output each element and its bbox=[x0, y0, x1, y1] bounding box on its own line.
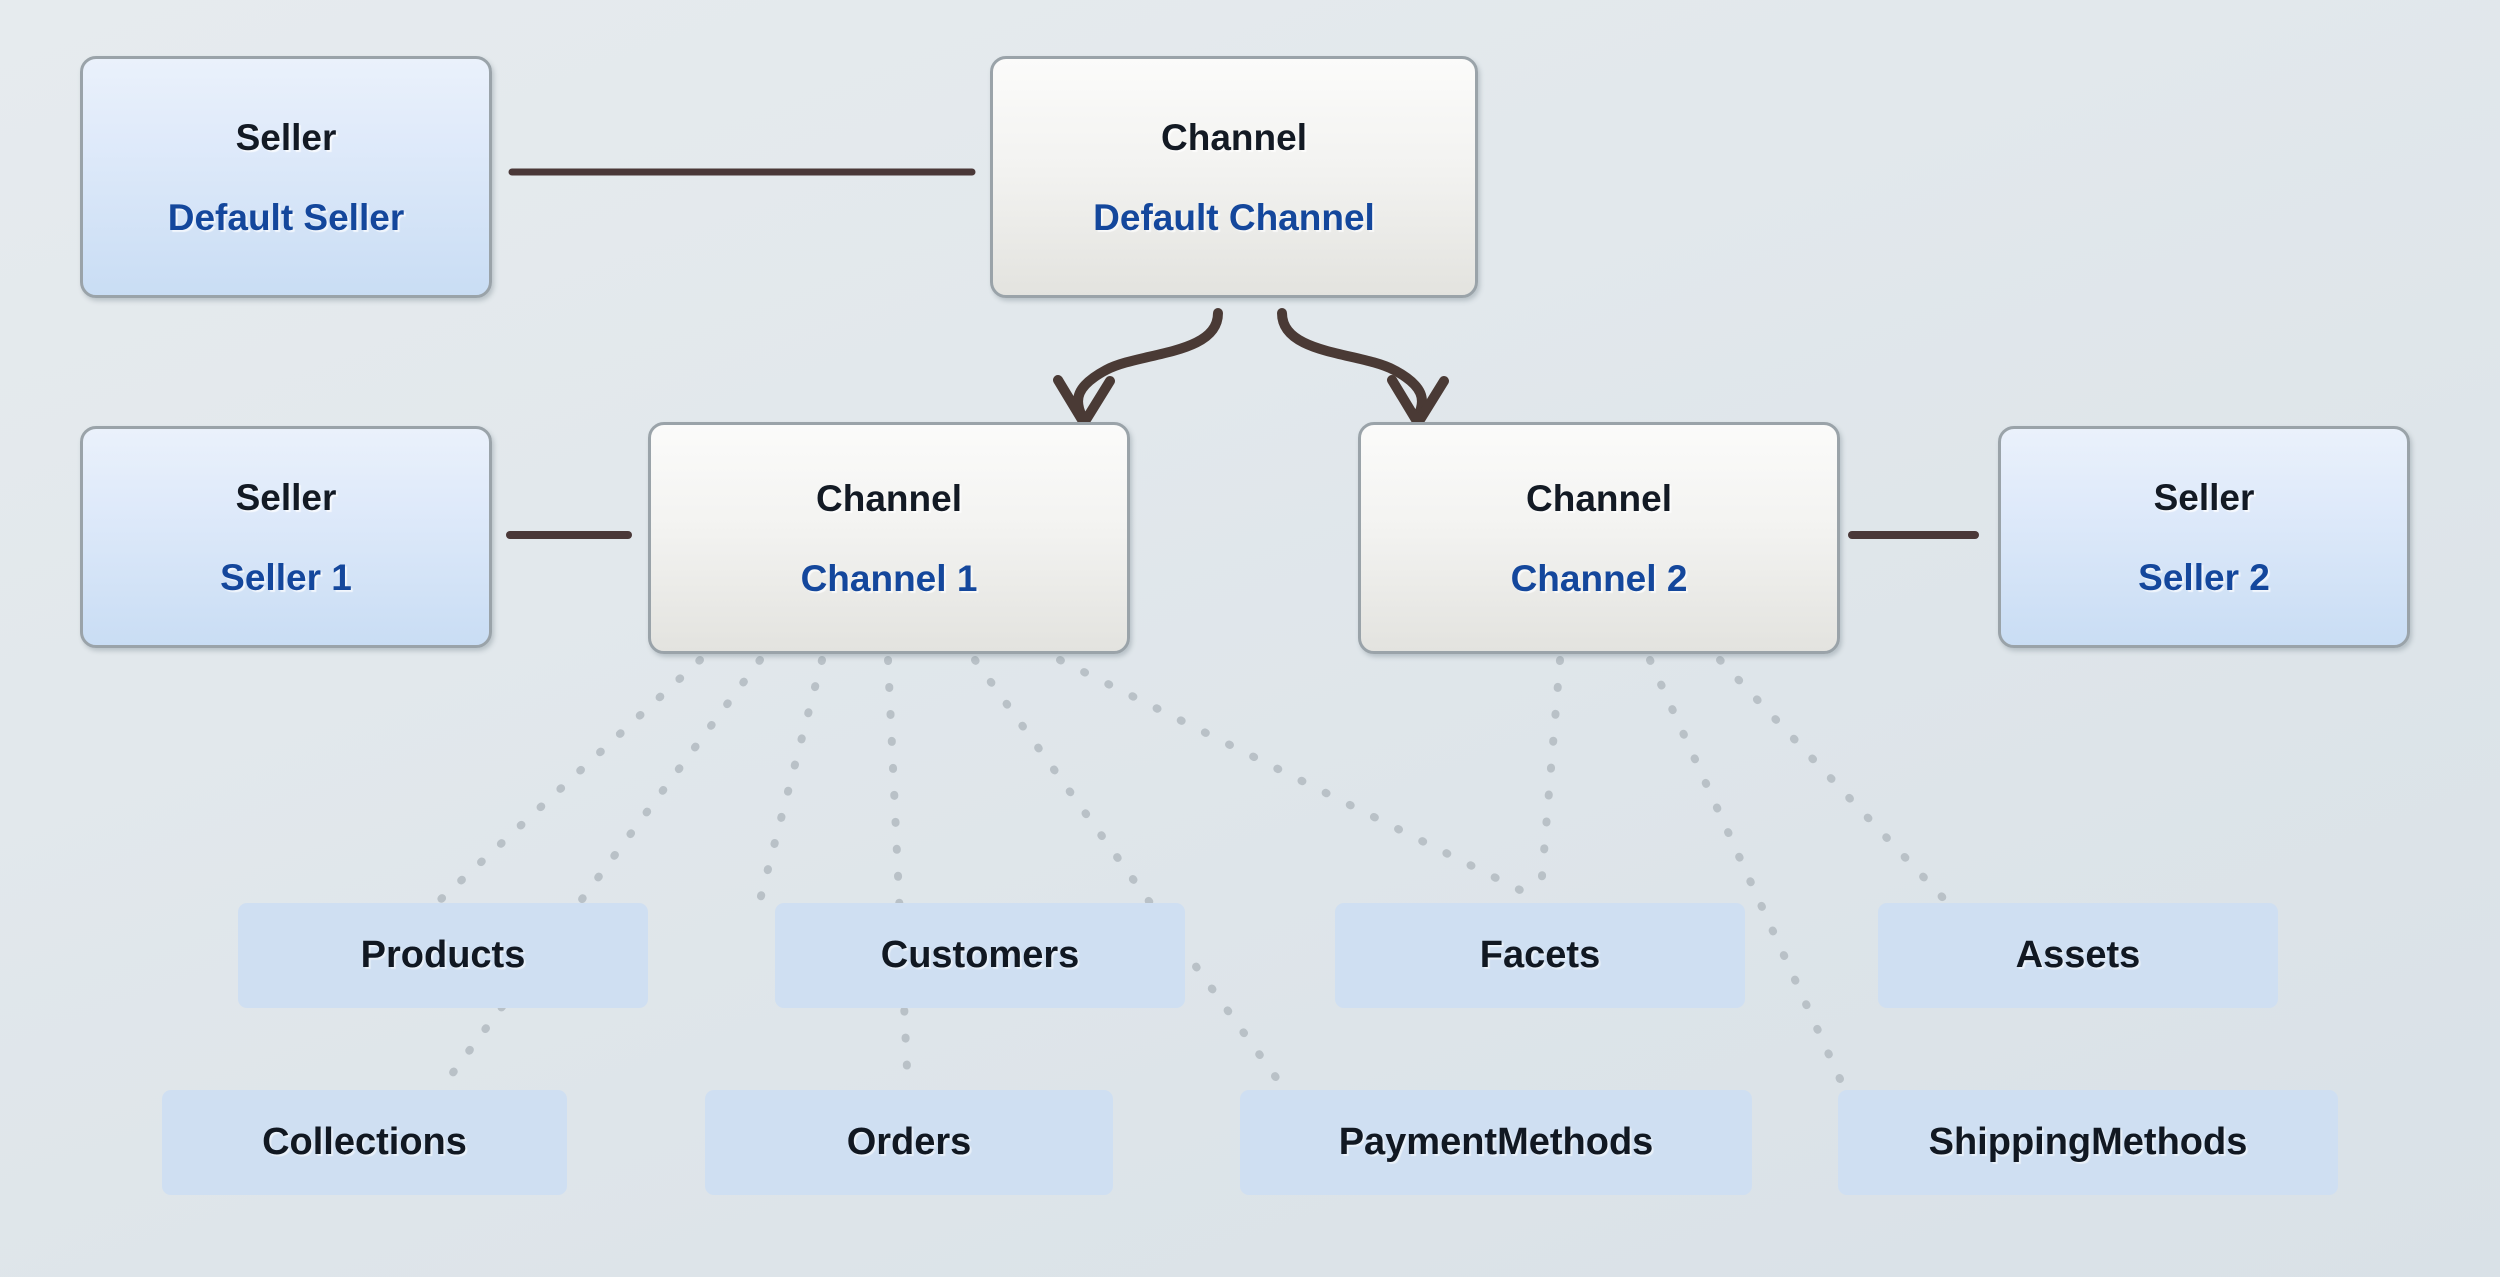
arrow-default-channel-to-channel2 bbox=[1277, 308, 1449, 428]
entity-chip-products[interactable]: Products bbox=[238, 903, 648, 1008]
entity-chip-shippingmethods[interactable]: ShippingMethods bbox=[1838, 1090, 2338, 1195]
node-default-seller[interactable]: Seller Default Seller bbox=[80, 56, 492, 298]
node-channel-2[interactable]: Channel Channel 2 bbox=[1358, 422, 1840, 654]
entity-chip-collections[interactable]: Collections bbox=[162, 1090, 567, 1195]
dotted-channel1-collections bbox=[436, 656, 764, 1094]
node-type-label: Channel bbox=[816, 477, 962, 519]
dotted-channel1-facets bbox=[1056, 656, 1544, 904]
dotted-channel1-products bbox=[436, 656, 704, 904]
entity-chip-customers[interactable]: Customers bbox=[775, 903, 1185, 1008]
entity-chip-paymentmethods[interactable]: PaymentMethods bbox=[1240, 1090, 1752, 1195]
node-default-channel[interactable]: Channel Default Channel bbox=[990, 56, 1478, 298]
node-name-label: Default Channel bbox=[1093, 196, 1375, 238]
dotted-channel2-assets bbox=[1716, 656, 1949, 904]
node-name-label: Seller 2 bbox=[2138, 556, 2270, 598]
dotted-channel1-customers bbox=[756, 656, 826, 904]
node-type-label: Channel bbox=[1526, 477, 1672, 519]
dotted-channel1-orders bbox=[884, 656, 912, 1094]
node-type-label: Seller bbox=[2153, 476, 2255, 518]
node-type-label: Seller bbox=[235, 116, 337, 158]
entity-chip-facets[interactable]: Facets bbox=[1335, 903, 1745, 1008]
node-name-label: Seller 1 bbox=[220, 556, 352, 598]
dotted-channel1-paymentmethods bbox=[971, 656, 1289, 1094]
node-name-label: Default Seller bbox=[167, 196, 405, 238]
dotted-links-channel1 bbox=[436, 656, 1544, 1094]
node-channel-1[interactable]: Channel Channel 1 bbox=[648, 422, 1130, 654]
node-type-label: Seller bbox=[235, 476, 337, 518]
node-name-label: Channel 2 bbox=[1510, 557, 1688, 599]
dotted-channel2-shippingmethods bbox=[1646, 656, 1849, 1094]
node-seller-2[interactable]: Seller Seller 2 bbox=[1998, 426, 2410, 648]
entity-chip-assets[interactable]: Assets bbox=[1878, 903, 2278, 1008]
node-seller-1[interactable]: Seller Seller 1 bbox=[80, 426, 492, 648]
dotted-links-channel2 bbox=[1536, 656, 1949, 1094]
entity-chip-orders[interactable]: Orders bbox=[705, 1090, 1113, 1195]
node-type-label: Channel bbox=[1161, 116, 1307, 158]
dotted-channel2-facets bbox=[1536, 656, 1564, 904]
arrow-default-channel-to-channel1 bbox=[1053, 308, 1223, 428]
node-name-label: Channel 1 bbox=[800, 557, 978, 599]
